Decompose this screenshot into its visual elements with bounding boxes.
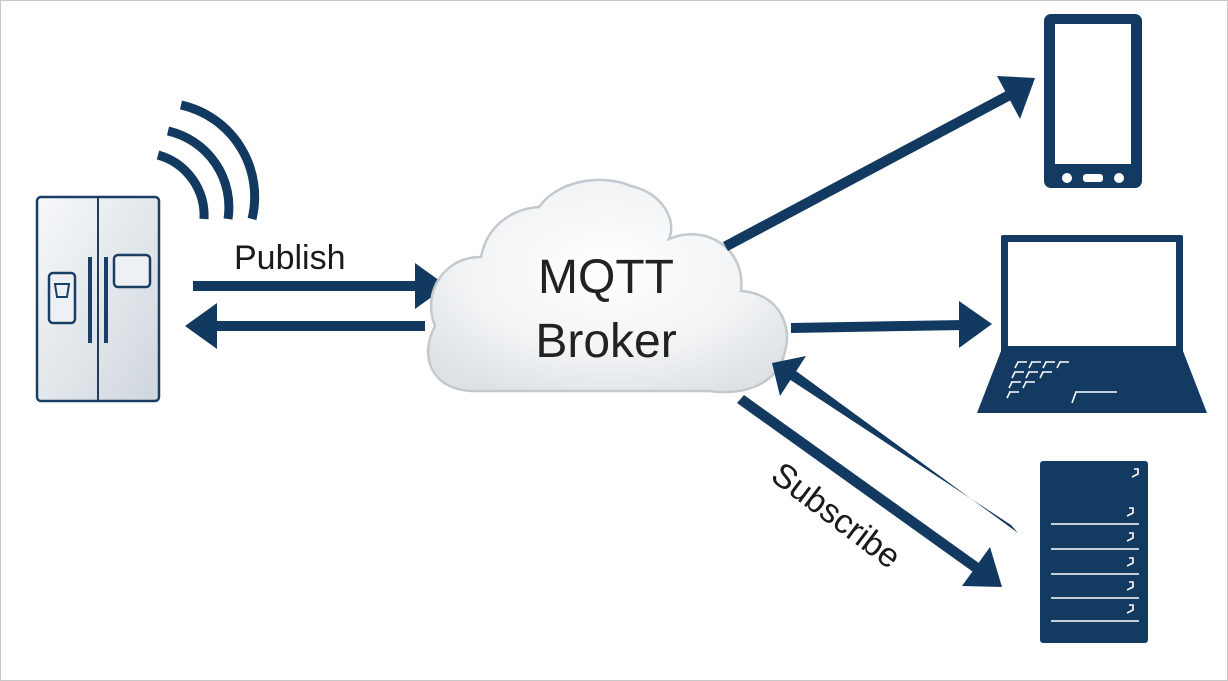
laptop-icon bbox=[977, 235, 1207, 413]
publish-label: Publish bbox=[234, 239, 346, 277]
broker-label-line1: MQTT bbox=[538, 251, 674, 304]
broker-label-line2: Broker bbox=[535, 315, 676, 368]
wifi-signal-icon bbox=[156, 100, 260, 221]
arrow-to-phone bbox=[723, 76, 1035, 251]
publish-arrow bbox=[193, 263, 447, 309]
return-arrow bbox=[185, 303, 425, 349]
arrow-to-laptop bbox=[791, 301, 992, 348]
subscribe-arrow bbox=[737, 395, 1002, 587]
cloud-icon: MQTT Broker bbox=[426, 178, 789, 394]
server-icon bbox=[1040, 461, 1148, 643]
smartphone-icon bbox=[1044, 14, 1142, 188]
subscribe-return-arrow bbox=[772, 356, 1018, 533]
fridge-icon bbox=[35, 195, 161, 403]
